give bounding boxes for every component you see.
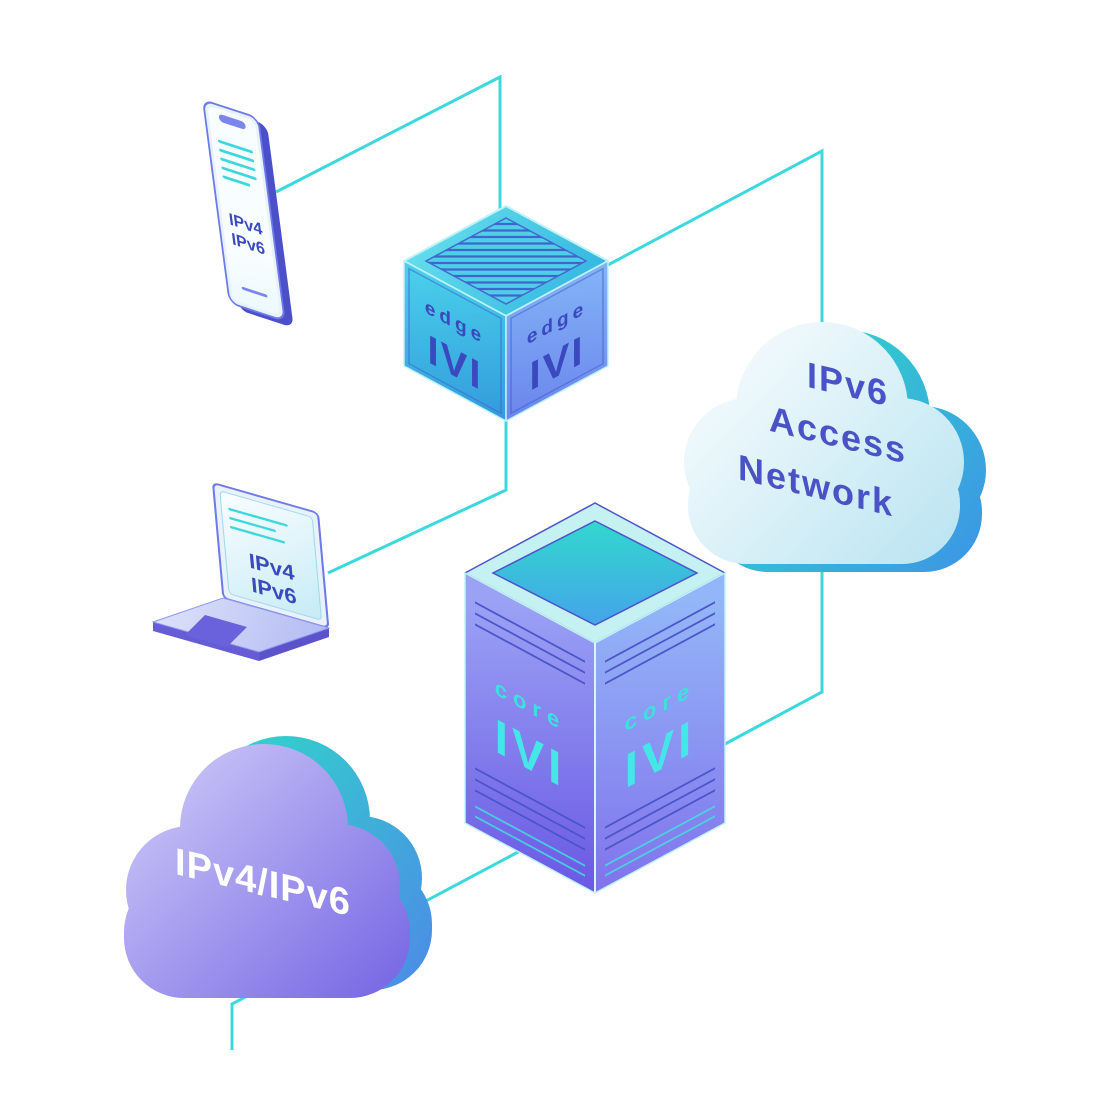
edge-cube-right-face	[505, 260, 609, 422]
smartphone-icon: IPv4 IPv6	[203, 101, 285, 320]
connector-access-cloud-to-core	[724, 530, 824, 746]
core-top-panel	[491, 520, 699, 626]
internet-cloud-icon	[124, 744, 410, 998]
access-cloud-icon	[684, 322, 964, 564]
core-router-node: core IVI core IVI	[464, 502, 726, 894]
phone-home-bar	[241, 286, 268, 298]
connector-edge-to-access-cloud	[605, 148, 824, 370]
smartphone-node: IPv4 IPv6	[203, 101, 293, 326]
connector-phone-to-edge	[275, 74, 502, 216]
phone-notch	[218, 114, 246, 130]
internet-cloud-node: IPv4/IPv6	[124, 736, 432, 998]
laptop-touchpad	[185, 615, 247, 647]
phone-screen-lines	[217, 139, 257, 187]
phone-screen	[208, 107, 280, 314]
laptop-base-right-edge	[259, 628, 329, 661]
access-cloud-node: IPv6 Access Network	[684, 322, 986, 572]
laptop-node: IPv4 IPv6	[151, 483, 331, 661]
laptop-base-front-edge	[153, 622, 259, 661]
edge-router-node: edge IVI edge IVI	[403, 205, 609, 422]
laptop-screen-lines	[228, 507, 288, 544]
connector-edge-to-laptop	[327, 418, 508, 575]
laptop-base	[151, 597, 331, 653]
laptop-icon: IPv4 IPv6	[212, 483, 329, 628]
